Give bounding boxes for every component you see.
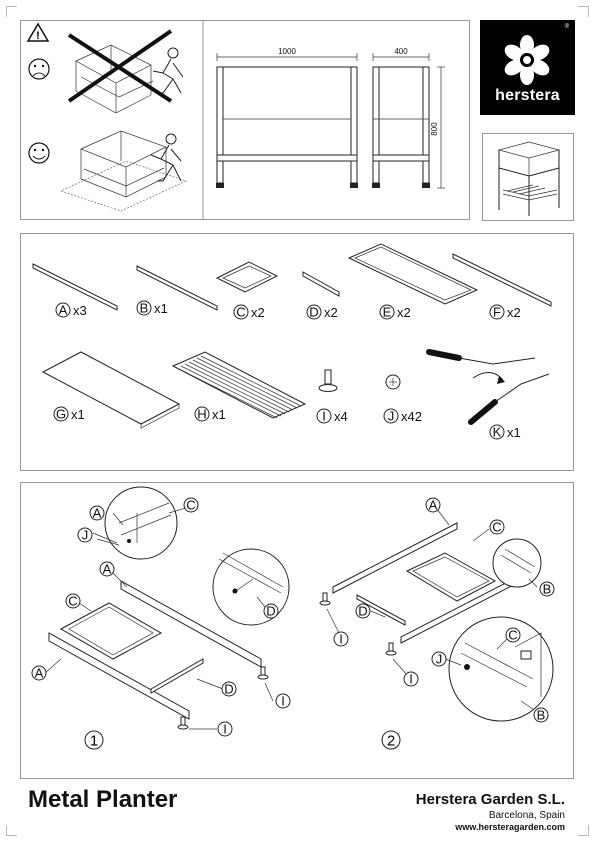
- crop-mark: [6, 825, 17, 836]
- product-thumbnail: [482, 133, 574, 221]
- logo-text: herstera: [495, 87, 560, 104]
- part-quantity: x1: [212, 407, 226, 422]
- parts-drawing: A x3 B x1 C x2 D x2 E: [32, 243, 552, 440]
- callout-label: A: [429, 498, 438, 513]
- company-website: www.hersteragarden.com: [455, 822, 565, 832]
- part-quantity: x2: [324, 305, 338, 320]
- callout-label: C: [492, 520, 501, 535]
- part-quantity: x2: [397, 305, 411, 320]
- flower-icon: [504, 35, 550, 85]
- part-label: K: [493, 425, 502, 440]
- step-1-illustration: [44, 486, 290, 730]
- part-c: C x2: [215, 261, 279, 320]
- company-name: Herstera Garden S.L.: [415, 791, 565, 808]
- callout-label: J: [82, 528, 89, 543]
- part-label: F: [493, 305, 501, 320]
- part-quantity: x1: [154, 301, 168, 316]
- callout-label: A: [93, 506, 102, 521]
- callout-label: I: [339, 632, 343, 647]
- part-k: K x1: [426, 349, 550, 440]
- callout-label: I: [223, 722, 227, 737]
- callout-label: A: [35, 666, 44, 681]
- part-label: I: [322, 409, 326, 424]
- part-label: J: [388, 409, 395, 424]
- callout-label: D: [358, 604, 367, 619]
- callout-label: I: [281, 694, 285, 709]
- warning-icon: !: [26, 22, 50, 42]
- callout-label: I: [409, 672, 413, 687]
- height-dimension: 800: [430, 122, 439, 136]
- callout-label: B: [537, 708, 546, 723]
- front-view-drawing: 1000: [216, 47, 358, 188]
- part-quantity: x3: [73, 303, 87, 318]
- part-d: D x2: [302, 271, 340, 320]
- part-label: D: [309, 305, 318, 320]
- part-g: G x1: [41, 351, 181, 429]
- part-a: A x3: [32, 263, 118, 318]
- product-title: Metal Planter: [28, 786, 178, 813]
- depth-dimension: 400: [394, 47, 408, 56]
- company-location: Barcelona, Spain: [488, 810, 565, 821]
- part-b: B x1: [136, 265, 218, 316]
- step-2-illustration: [319, 508, 554, 722]
- assembly-drawing: A C J A C A D D I I 1: [31, 486, 555, 750]
- part-label: E: [383, 305, 392, 320]
- assembly-steps-panel: A C J A C A D D I I 1: [20, 482, 574, 779]
- part-e: E x2: [347, 243, 479, 320]
- callout-label: D: [224, 682, 233, 697]
- planter-illustration: [497, 141, 561, 216]
- callout-label: C: [508, 628, 517, 643]
- correct-assembly-illustration: [60, 130, 187, 212]
- part-label: B: [140, 301, 149, 316]
- crop-mark: [578, 825, 589, 836]
- callout-label: C: [68, 594, 77, 609]
- part-label: A: [59, 303, 68, 318]
- part-quantity: x1: [71, 407, 85, 422]
- crop-mark: [6, 6, 17, 17]
- part-label: G: [56, 407, 66, 422]
- step-1-labels: A C J A C A D D I I 1: [31, 497, 291, 750]
- parts-list-panel: A x3 B x1 C x2 D x2 E: [20, 233, 574, 471]
- brand-logo: ® herstera: [480, 20, 575, 115]
- part-label: C: [236, 305, 245, 320]
- part-h: H x1: [171, 351, 307, 422]
- callout-label: D: [266, 604, 275, 619]
- part-quantity: x4: [334, 409, 348, 424]
- step-2-labels: A C B D I I C J B 2: [333, 497, 555, 750]
- callout-label: B: [543, 582, 552, 597]
- sad-face-icon: [28, 58, 50, 80]
- part-f: F x2: [452, 253, 552, 320]
- width-dimension: 1000: [278, 47, 296, 56]
- part-quantity: x42: [401, 409, 422, 424]
- crop-mark: [578, 6, 589, 17]
- part-label: H: [197, 407, 206, 422]
- step-number: 2: [387, 733, 395, 750]
- step-number: 1: [90, 733, 98, 750]
- part-quantity: x2: [251, 305, 265, 320]
- callout-label: A: [103, 562, 112, 577]
- callout-label: J: [436, 652, 443, 667]
- part-j: J x42: [383, 374, 422, 424]
- part-i: I x4: [316, 369, 348, 424]
- part-quantity: x1: [507, 425, 521, 440]
- callout-label: C: [186, 498, 195, 513]
- warning-symbol: !: [36, 30, 40, 42]
- registered-mark: ®: [564, 24, 569, 30]
- part-quantity: x2: [507, 305, 521, 320]
- side-view-drawing: 400 800: [372, 47, 445, 189]
- overview-drawing: !: [26, 21, 445, 219]
- smiley-face-icon: [28, 142, 50, 164]
- overview-panel: !: [20, 20, 470, 220]
- wrong-assembly-illustration: [67, 29, 184, 114]
